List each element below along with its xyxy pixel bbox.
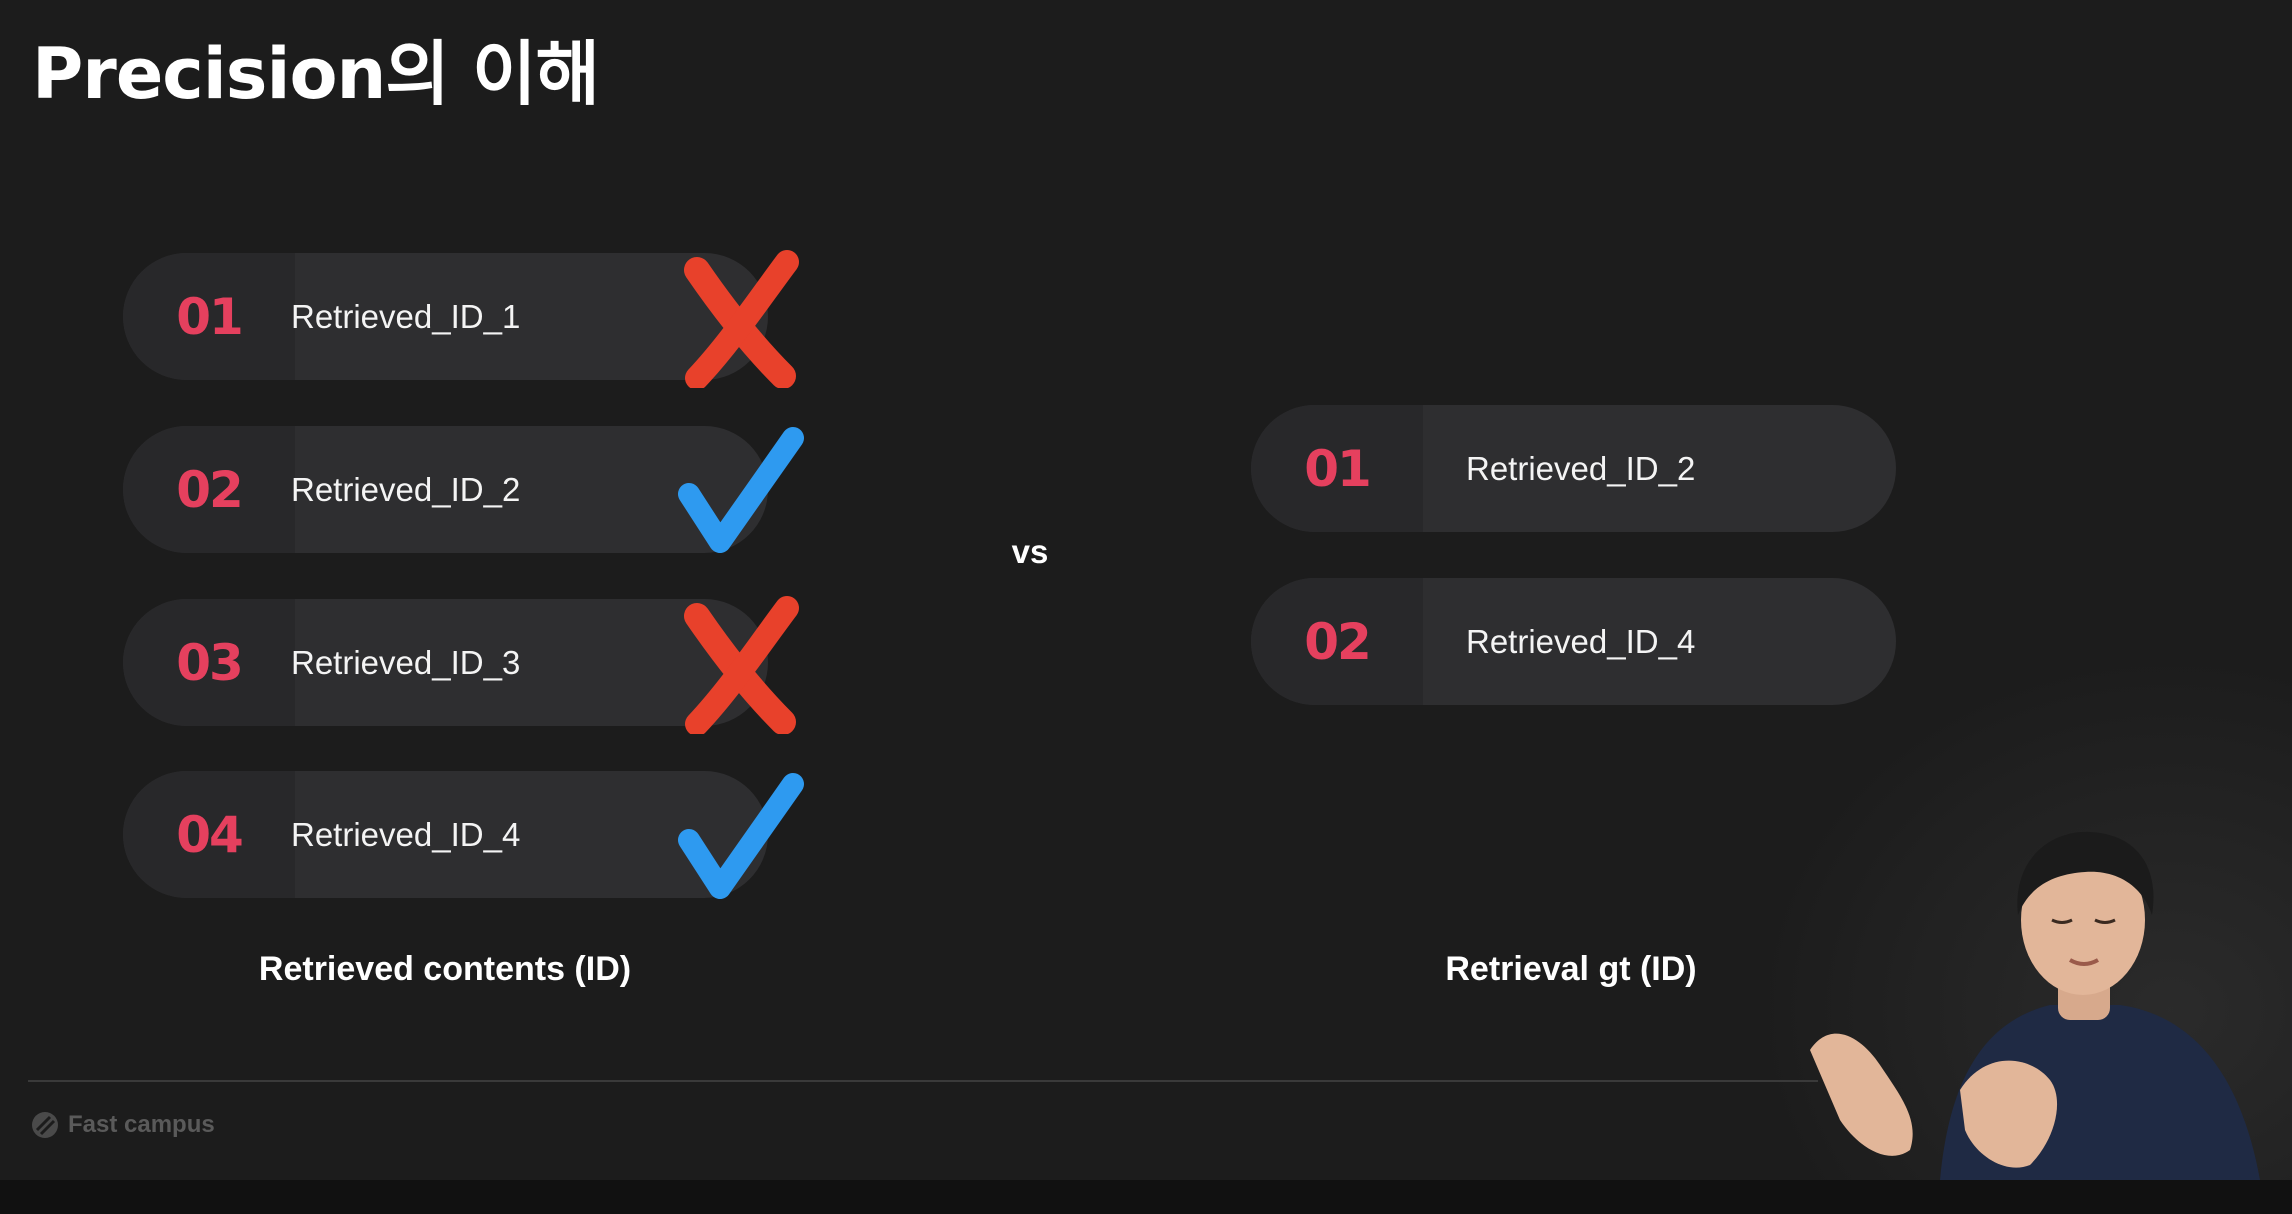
retrieved-item-4: 04 Retrieved_ID_4 bbox=[123, 771, 768, 898]
item-number: 03 bbox=[176, 633, 244, 692]
item-id: Retrieved_ID_4 bbox=[291, 815, 521, 853]
footer-divider bbox=[28, 1080, 1818, 1082]
item-number: 01 bbox=[176, 287, 244, 346]
item-number-cell: 01 bbox=[123, 253, 295, 380]
retrieved-caption: Retrieved contents (ID) bbox=[258, 950, 632, 988]
bottom-band bbox=[0, 1180, 2292, 1214]
item-id: Retrieved_ID_4 bbox=[1466, 622, 1696, 660]
gt-item-1: 01 Retrieved_ID_2 bbox=[1251, 405, 1896, 532]
retrieved-item-2: 02 Retrieved_ID_2 bbox=[123, 426, 768, 553]
item-id: Retrieved_ID_1 bbox=[291, 297, 521, 335]
item-number: 02 bbox=[176, 460, 244, 519]
item-number-cell: 02 bbox=[1251, 578, 1423, 705]
gt-item-2: 02 Retrieved_ID_4 bbox=[1251, 578, 1896, 705]
retrieved-item-1: 01 Retrieved_ID_1 bbox=[123, 253, 768, 380]
slide-title: Precision의 이해 bbox=[32, 33, 600, 115]
retrieved-item-3: 03 Retrieved_ID_3 bbox=[123, 599, 768, 726]
gt-caption: Retrieval gt (ID) bbox=[1445, 950, 1697, 988]
item-number-cell: 01 bbox=[1251, 405, 1423, 532]
item-number: 02 bbox=[1304, 612, 1372, 671]
logo-icon bbox=[32, 1112, 58, 1138]
item-id: Retrieved_ID_2 bbox=[291, 470, 521, 508]
fastcampus-logo: Fast campus bbox=[30, 1110, 215, 1140]
check-icon bbox=[678, 427, 804, 553]
vs-label: vs bbox=[1011, 533, 1049, 570]
item-id: Retrieved_ID_2 bbox=[1466, 449, 1696, 487]
item-id: Retrieved_ID_3 bbox=[291, 643, 521, 681]
check-icon bbox=[678, 773, 804, 899]
item-number-cell: 02 bbox=[123, 426, 295, 553]
item-number-cell: 04 bbox=[123, 771, 295, 898]
cross-icon bbox=[684, 250, 799, 388]
item-number: 04 bbox=[176, 805, 244, 864]
presenter-video bbox=[1810, 831, 2260, 1180]
item-number-cell: 03 bbox=[123, 599, 295, 726]
logo-text: Fast campus bbox=[68, 1111, 215, 1138]
cross-icon bbox=[684, 596, 799, 734]
item-number: 01 bbox=[1304, 439, 1372, 498]
